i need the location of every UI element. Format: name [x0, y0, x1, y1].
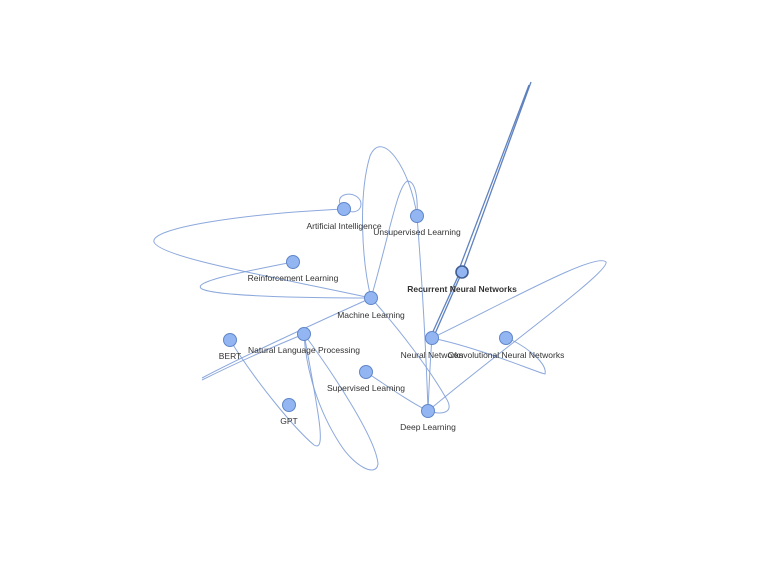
node-label: Convolutional Neural Networks	[448, 350, 565, 360]
node-neural-networks[interactable]: Neural Networks	[401, 331, 464, 361]
node-label: Machine Learning	[337, 310, 405, 320]
edge-neural-networks-cnn-loop[interactable]	[431, 337, 546, 375]
edge-machine-learning-deep-learning[interactable]	[370, 297, 450, 414]
node-circle[interactable]	[337, 202, 351, 216]
node-label: GPT	[280, 416, 297, 426]
edge-rnn-neural-networks-b[interactable]	[430, 271, 461, 337]
node-reinforcement-learning[interactable]: Reinforcement Learning	[248, 255, 339, 284]
node-circle[interactable]	[286, 255, 300, 269]
edge-unsupervised-machine-learning[interactable]	[362, 146, 418, 299]
node-circle[interactable]	[282, 398, 296, 412]
edges-layer	[153, 81, 607, 471]
node-circle[interactable]	[421, 404, 435, 418]
node-label: Natural Language Processing	[248, 345, 360, 355]
node-label: Reinforcement Learning	[248, 273, 339, 283]
edge-rnn-outward-b[interactable]	[457, 84, 530, 273]
node-artificial-intelligence[interactable]: Artificial Intelligence	[306, 202, 382, 232]
edge-rnn-neural-networks-a[interactable]	[433, 271, 463, 337]
node-supervised-learning[interactable]: Supervised Learning	[327, 365, 405, 394]
node-circle[interactable]	[223, 333, 237, 347]
node-label: Artificial Intelligence	[306, 221, 381, 231]
node-label: Deep Learning	[400, 422, 456, 432]
node-natural-language-processing[interactable]: Natural Language Processing	[248, 327, 360, 356]
node-machine-learning[interactable]: Machine Learning	[337, 291, 405, 321]
edge-machine-learning-nlp-tail[interactable]	[201, 297, 372, 379]
node-recurrent-neural-networks[interactable]: Recurrent Neural Networks	[407, 265, 517, 294]
node-circle[interactable]	[364, 291, 378, 305]
node-gpt[interactable]: GPT	[280, 398, 298, 427]
edge-ai-self-loop[interactable]	[338, 193, 362, 213]
node-label: Recurrent Neural Networks	[407, 284, 517, 294]
node-bert[interactable]: BERT	[219, 333, 242, 362]
edge-bert-nlp[interactable]	[229, 333, 321, 447]
edge-reinforcement-machine-learning[interactable]	[199, 261, 372, 299]
node-deep-learning[interactable]: Deep Learning	[400, 404, 456, 433]
node-convolutional-neural-networks[interactable]: Convolutional Neural Networks	[448, 331, 565, 361]
node-label: Unsupervised Learning	[373, 227, 461, 237]
node-circle[interactable]	[297, 327, 311, 341]
edge-deep-learning-cnn-loop[interactable]	[427, 260, 607, 412]
node-circle[interactable]	[410, 209, 424, 223]
edge-ai-machine-learning[interactable]	[153, 208, 372, 299]
node-circle[interactable]	[425, 331, 439, 345]
node-circle[interactable]	[359, 365, 373, 379]
node-label: Supervised Learning	[327, 383, 405, 393]
node-unsupervised-learning[interactable]: Unsupervised Learning	[373, 209, 461, 238]
edge-machine-learning-unsupervised[interactable]	[370, 180, 418, 299]
edge-rnn-outward-a[interactable]	[461, 81, 532, 273]
node-label: BERT	[219, 351, 242, 361]
edge-nlp-tail[interactable]	[201, 333, 305, 381]
edge-unsupervised-deep-learning[interactable]	[416, 215, 429, 412]
node-label: Neural Networks	[401, 350, 464, 360]
node-circle[interactable]	[499, 331, 513, 345]
node-circle[interactable]	[455, 265, 469, 279]
